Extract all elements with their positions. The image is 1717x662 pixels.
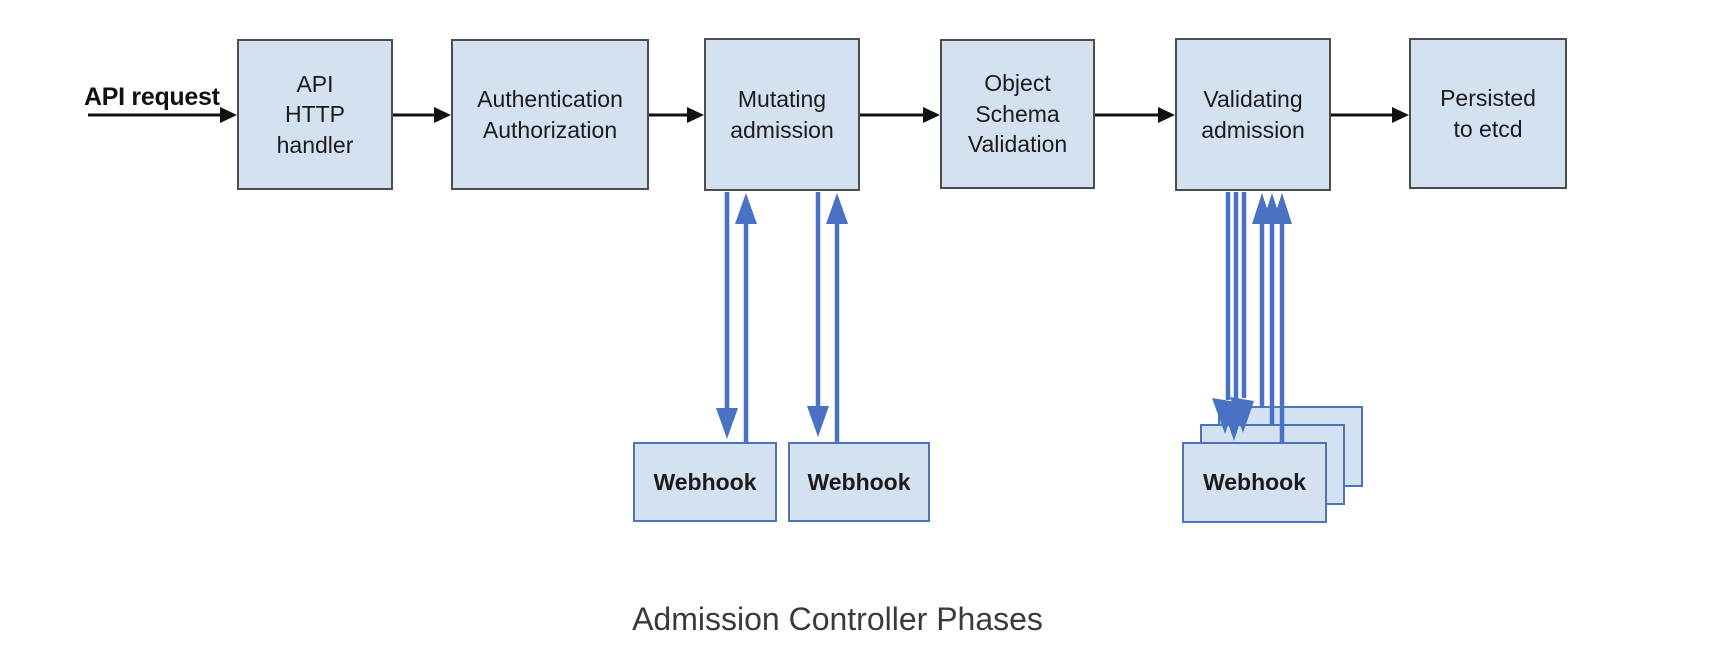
node-label-persisted-to-etcd: Persisted to etcd	[1440, 85, 1536, 142]
node-label-api-http-handler: API HTTP handler	[276, 70, 354, 158]
node-label-validating-webhook-front: Webhook	[1202, 469, 1307, 496]
node-validating-admission: Validating admission	[1175, 38, 1331, 191]
mutating-webhook-2-down-arrow	[807, 192, 829, 437]
flow-arrow-api-handler-to-authn	[393, 107, 451, 123]
node-mutating-admission: Mutating admission	[704, 38, 860, 191]
node-object-schema-validation: Object Schema Validation	[940, 39, 1095, 189]
mutating-webhook-1-down-arrow	[716, 192, 738, 439]
node-label-object-schema-validation: Object Schema Validation	[967, 70, 1068, 158]
node-label-mutating-webhook-2: Webhook	[807, 468, 911, 495]
node-mutating-webhook-1: Webhook	[633, 442, 777, 522]
node-label-authentication-authorization: Authentication Authorization	[477, 86, 623, 143]
node-authentication-authorization: Authentication Authorization	[451, 39, 649, 190]
validating-webhooks-down-arrows	[1212, 192, 1254, 441]
node-validating-webhook-front: Webhook	[1182, 442, 1327, 523]
node-persisted-to-etcd: Persisted to etcd	[1409, 38, 1567, 189]
api-request-label: API request	[84, 83, 220, 111]
flow-arrow-schema-to-validating	[1095, 107, 1175, 123]
flow-arrow-validating-to-etcd	[1331, 107, 1409, 123]
flow-arrow-mutating-to-schema	[860, 107, 940, 123]
node-label-mutating-webhook-1: Webhook	[653, 468, 757, 495]
node-label-validating-admission: Validating admission	[1201, 86, 1305, 143]
node-label-mutating-admission: Mutating admission	[730, 86, 834, 143]
flow-arrow-authn-to-mutating	[649, 107, 704, 123]
node-api-http-handler: API HTTP handler	[237, 39, 393, 190]
diagram-caption: Admission Controller Phases	[632, 601, 1043, 637]
mutating-webhook-1-up-arrow	[735, 193, 757, 442]
mutating-webhook-2-up-arrow	[826, 193, 848, 442]
node-mutating-webhook-2: Webhook	[788, 442, 930, 522]
